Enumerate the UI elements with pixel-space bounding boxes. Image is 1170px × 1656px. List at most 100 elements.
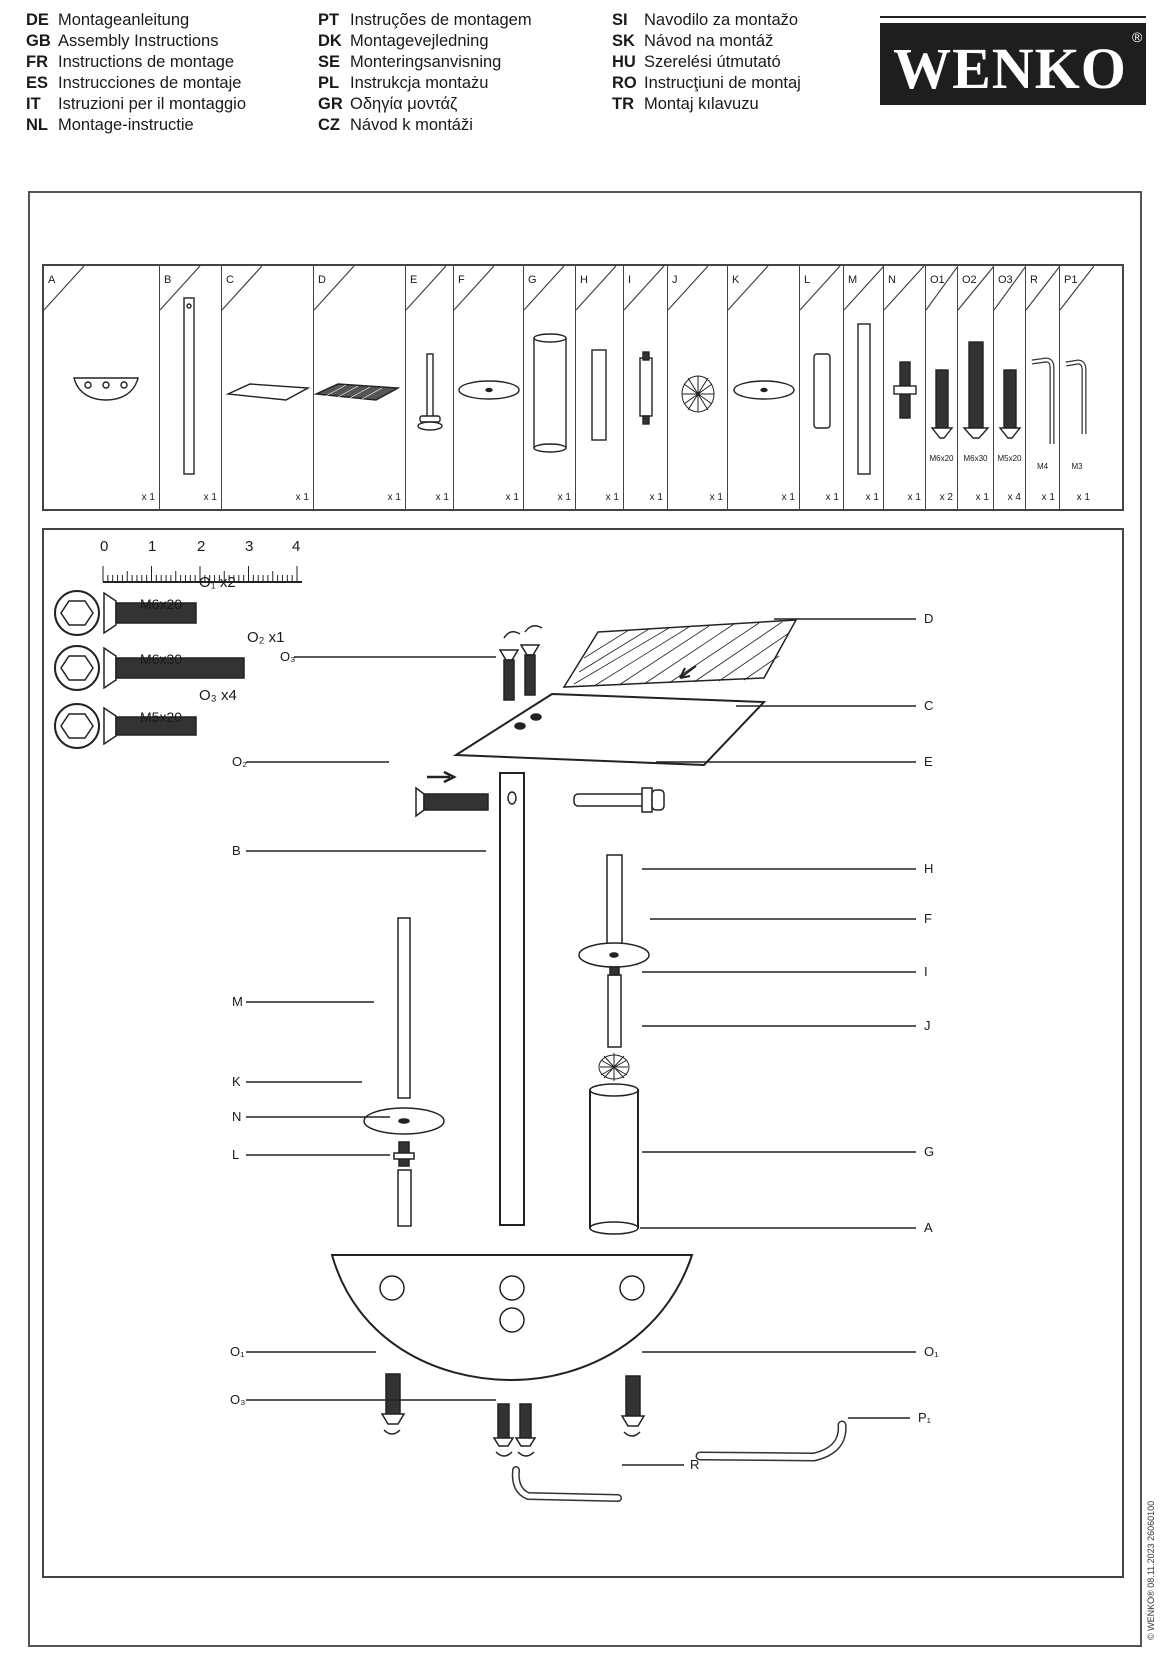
ruler-number: 0 xyxy=(100,538,109,555)
part-quantity: x 1 xyxy=(975,492,989,503)
language-code: PL xyxy=(318,74,340,92)
language-code: GB xyxy=(26,32,51,50)
part-p1-icon xyxy=(1060,266,1094,434)
callout-i: I xyxy=(924,964,928,979)
language-title: Istruzioni per il montaggio xyxy=(58,95,247,113)
language-code: RO xyxy=(612,74,637,92)
language-code: DE xyxy=(26,11,49,29)
part-quantity: x 1 xyxy=(141,492,155,503)
callout-e: E xyxy=(924,754,933,769)
part-quantity: x 1 xyxy=(1041,492,1055,503)
part-b-icon xyxy=(160,266,201,475)
base-a-icon xyxy=(330,1254,694,1382)
assembly-diagram: 0 1 2 3 4 xyxy=(42,528,1124,1578)
language-row: RO Instrucţiuni de montaj xyxy=(612,73,801,94)
part-quantity: x 1 xyxy=(295,492,309,503)
language-code: CZ xyxy=(318,116,340,134)
part-c-icon xyxy=(222,266,311,401)
connector-n-icon xyxy=(393,1141,415,1167)
screw-o2-quantity: O₂ x1 xyxy=(247,629,285,646)
part-letter: N xyxy=(888,274,896,286)
part-quantity: x 1 xyxy=(709,492,723,503)
part-m-icon xyxy=(844,266,884,475)
screw-o3-icon xyxy=(54,703,197,749)
holder-g-icon xyxy=(589,1083,639,1235)
part-quantity: x 2 xyxy=(939,492,953,503)
wenko-logo: WENKO ® xyxy=(880,14,1146,108)
callout-f: F xyxy=(924,911,932,926)
part-letter: J xyxy=(672,274,678,286)
part-size: M5x20 xyxy=(997,454,1022,463)
language-title: Monteringsanvisning xyxy=(350,53,502,71)
part-quantity: x 1 xyxy=(605,492,619,503)
part-e-icon xyxy=(406,266,447,431)
language-code: FR xyxy=(26,53,48,71)
part-size: M3 xyxy=(1071,462,1083,471)
language-title: Instrucţiuni de montaj xyxy=(644,74,801,92)
disc-k-icon xyxy=(363,1107,445,1135)
language-title: Návod na montáž xyxy=(644,32,774,50)
screw-o1-icon xyxy=(54,590,197,636)
part-letter: M xyxy=(848,274,858,286)
ruler-number: 4 xyxy=(292,538,301,555)
language-title: Montageanleitung xyxy=(58,11,190,29)
language-title: Navodilo za montažo xyxy=(644,11,799,29)
part-size: M6x30 xyxy=(963,454,988,463)
assembly-drawing xyxy=(54,566,916,1502)
part-j-icon xyxy=(668,266,715,413)
language-code: SE xyxy=(318,53,341,71)
part-a-icon xyxy=(44,266,139,401)
tube-l-icon xyxy=(397,1169,412,1227)
plate-c-icon xyxy=(452,692,767,767)
part-o3-icon xyxy=(994,266,1026,439)
allen-key-p1-icon xyxy=(695,1420,847,1462)
part-g-icon xyxy=(524,266,567,453)
callout-o3-bottom: O₃ xyxy=(230,1392,246,1407)
language-row: SE Monteringsanvisning xyxy=(318,52,532,73)
instruction-frame xyxy=(28,191,1142,1647)
part-letter: O1 xyxy=(930,274,945,286)
ruler-number: 1 xyxy=(148,538,157,555)
rod-h-icon xyxy=(606,854,623,946)
callout-h: H xyxy=(924,861,934,876)
callout-n: N xyxy=(232,1109,242,1124)
ruler-number: 3 xyxy=(245,538,254,555)
part-letter: H xyxy=(580,274,588,286)
screw-o3-quantity: O₃ x4 xyxy=(199,687,237,704)
part-quantity: x 1 xyxy=(825,492,839,503)
part-n-icon xyxy=(884,266,925,419)
part-letter: I xyxy=(628,274,632,286)
callout-l: L xyxy=(232,1147,240,1162)
language-title: Montage-instructie xyxy=(58,116,194,134)
part-d-icon xyxy=(314,266,401,401)
language-title: Montagevejledning xyxy=(350,32,489,50)
screw-o2-icon xyxy=(54,645,245,691)
part-o1-icon xyxy=(926,266,958,439)
callout-p1: P₁ xyxy=(918,1410,932,1425)
part-k-icon xyxy=(728,266,795,400)
callout-o1-right: O₁ xyxy=(924,1344,939,1359)
language-code: SI xyxy=(612,11,628,29)
screw-o1-bottom-left-icon xyxy=(380,1373,406,1435)
part-letter: O2 xyxy=(962,274,977,286)
part-letter: P1 xyxy=(1064,274,1078,286)
language-title: Instrucciones de montaje xyxy=(58,74,242,92)
part-quantity: x 1 xyxy=(1076,492,1090,503)
part-r-icon xyxy=(1026,266,1060,444)
part-letter: L xyxy=(804,274,811,286)
callout-o2: O₂ xyxy=(232,754,248,769)
